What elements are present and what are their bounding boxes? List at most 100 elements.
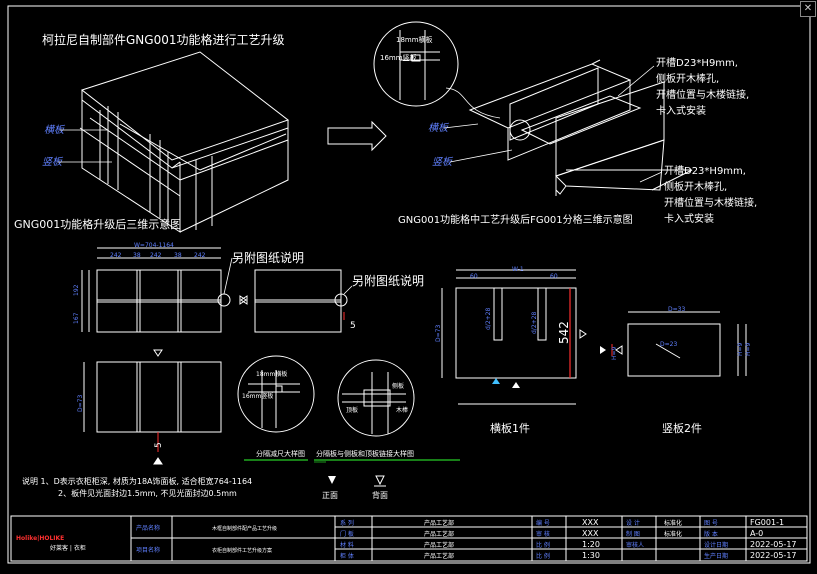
tb-rows-a-1: 门 板 — [340, 530, 354, 538]
tb-rows-a-0: 系 列 — [340, 519, 354, 527]
plan-view — [83, 361, 222, 433]
dim-d3: d/2+28 — [531, 312, 538, 334]
crossbar-caption: 横板1件 — [490, 421, 530, 435]
note-b-2: 侧板开木棒孔, — [664, 180, 727, 193]
tb-rows-h-1: A-0 — [750, 529, 763, 538]
tb-rows-g-1: 版 本 — [704, 530, 718, 538]
tb-rows-b-2: 产品工艺部 — [424, 541, 454, 549]
view-front: 正面 — [322, 491, 338, 500]
see-drawing-1: 另附图纸说明 — [232, 250, 304, 265]
tb-rows-h-3: 2022-05-17 — [750, 551, 797, 560]
tb-rows-d-0: XXX — [582, 518, 599, 527]
tb-rows-g-0: 图 号 — [704, 520, 718, 527]
dim-w-4: 242 — [194, 252, 206, 259]
detail-side-plate: 侧板 — [392, 382, 404, 390]
tb-rows-c-3: 比 例 — [536, 552, 550, 560]
tb-rows-g-3: 生产日期 — [704, 552, 728, 560]
logo-bottom: 好莱客 | 衣柜 — [50, 544, 86, 552]
note-a-4: 卡入式安装 — [656, 104, 706, 117]
dim-hsm-0: H=9 — [737, 342, 744, 356]
detail-t16: 16mm竖板 — [242, 392, 273, 400]
note-a-1: 开槽D23*H9mm, — [656, 56, 738, 69]
note-b-4: 卡入式安装 — [664, 212, 714, 225]
tb-rows-c-2: 比 例 — [536, 541, 550, 549]
dim-d33: D=33 — [668, 306, 685, 313]
dim-w-3: 38 — [174, 252, 182, 259]
zoom-t16: 16mm竖板 — [380, 53, 417, 62]
tb-rows-b-0: 产品工艺部 — [424, 519, 454, 527]
detail-circle-2 — [337, 359, 415, 437]
detail-t18: 18mm横板 — [256, 370, 287, 378]
see-drawing-2: 另附图纸说明 — [352, 273, 424, 288]
tb-rows-f-0: 标准化 — [664, 519, 682, 527]
tb-rows-g-2: 设计日期 — [704, 541, 728, 549]
tb-rows-e-0: 设 计 — [626, 519, 640, 527]
note-1: 说明 1、D表示衣柜柜深, 材质为18A饰面板, 适合柜宽764-1164 — [22, 476, 252, 486]
note-2: 2、板件见光面封边1.5mm, 不见光面封边0.5mm — [58, 488, 237, 498]
crossbar-drawing — [441, 269, 577, 405]
tb-rows-d-3: 1:30 — [582, 551, 600, 560]
tb-rows-c-0: 编 号 — [536, 519, 550, 527]
zoom-circle-top — [373, 21, 459, 107]
side-elevation — [254, 269, 342, 333]
iso-left-caption: GNG001功能格升级后三维示意图 — [14, 217, 181, 231]
dim-w-1: 38 — [133, 252, 141, 259]
dim-w1: W-1 — [512, 266, 524, 273]
label-shu-ban-left: 竖板 — [42, 156, 64, 168]
dim-h-side2: H=9 — [611, 346, 618, 360]
tb-project-val: 衣柜自制部件工艺升级方案 — [212, 547, 272, 554]
label-shu-ban-right: 竖板 — [432, 156, 454, 168]
iso-right-caption: GNG001功能格中工艺升级后FG001分格三维示意图 — [398, 213, 633, 226]
tb-rows-h-0: FG001-1 — [750, 518, 784, 527]
front-elevation — [81, 247, 222, 333]
tb-rows-b-3: 产品工艺部 — [424, 552, 454, 560]
view-back: 背面 — [372, 490, 388, 500]
dim-d2: d/2+28 — [485, 308, 492, 330]
dim-w-top: W=704-1164 — [134, 242, 174, 249]
dim-w-2: 242 — [150, 252, 162, 259]
upright-caption: 竖板2件 — [662, 421, 702, 435]
tb-rows-a-3: 柜 体 — [340, 552, 354, 560]
dim-hsm-1: H=9 — [745, 342, 752, 356]
iso-cabinet-left — [79, 51, 290, 233]
dim-h-0: 192 — [73, 284, 80, 296]
note-b-1: 开槽D23*H9mm, — [664, 164, 746, 177]
tb-rows-c-1: 审 核 — [536, 530, 550, 538]
tb-product-val: 木框自制部件配产品工艺升级 — [212, 525, 277, 532]
tb-project-lbl: 项目名称 — [136, 546, 160, 554]
tb-rows-f-1: 标准化 — [664, 530, 682, 538]
detail-dowel: 木棒 — [396, 406, 408, 414]
dim-h-side: D=73 — [435, 325, 442, 342]
logo-top: Holike|HOLIKE — [16, 535, 64, 542]
dim-542: 542 — [557, 321, 571, 344]
tb-rows-h-2: 2022-05-17 — [750, 540, 797, 549]
upright-drawing — [627, 311, 747, 377]
dim-h-1: 167 — [73, 312, 80, 324]
tb-rows-b-1: 产品工艺部 — [424, 530, 454, 538]
tb-rows-d-2: 1:20 — [582, 540, 600, 549]
tb-product-lbl: 产品名称 — [136, 524, 160, 532]
detail-caption-1: 分隔减尺大样图 — [256, 449, 305, 458]
note-a-2: 侧板开木棒孔, — [656, 72, 719, 85]
title-block — [10, 515, 808, 562]
dim-off-0: 60 — [470, 273, 478, 280]
detail-caption-2: 分隔板与侧板和顶板链接大样图 — [316, 449, 414, 458]
iso-parts-right — [468, 59, 693, 196]
note-a-3: 开槽位置与木楼链接, — [656, 88, 749, 101]
tb-rows-d-1: XXX — [582, 529, 599, 538]
zoom-detail-top — [399, 30, 440, 100]
upgrade-arrow — [327, 120, 387, 152]
dim-d23: D=23 — [660, 341, 677, 348]
note-b-3: 开槽位置与木楼链接, — [664, 196, 757, 209]
tb-rows-a-2: 材 料 — [340, 541, 354, 549]
dim-w-0: 242 — [110, 252, 122, 259]
zoom-t18: 18mm横板 — [396, 35, 433, 44]
plan-d: D=73 — [77, 395, 84, 412]
close-window-button[interactable]: ✕ — [800, 1, 816, 17]
label-heng-ban-left: 横板 — [44, 124, 66, 136]
tb-rows-e-2: 审核人 — [626, 541, 644, 549]
dim-off-1: 60 — [550, 273, 558, 280]
outer-frame — [7, 5, 811, 564]
